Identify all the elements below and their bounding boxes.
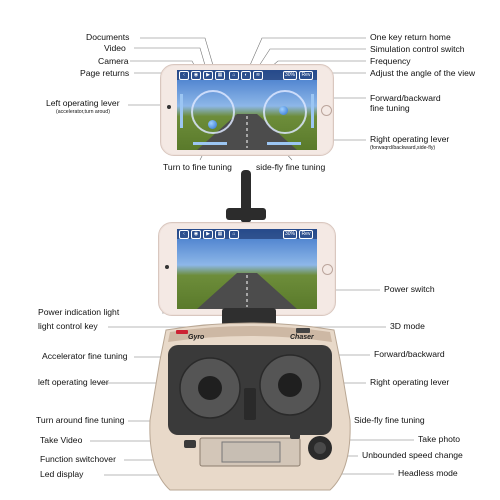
return-home-icon[interactable]: ⌂ [229, 71, 239, 80]
label-right-lever-low: Right operating lever [370, 377, 450, 387]
label-sidefly-fine-low: Side-fly fine tuning [354, 415, 425, 425]
road-graphic [197, 114, 297, 150]
label-frequency: Frequency [370, 56, 411, 66]
documents-icon[interactable]: ▦ [215, 71, 225, 80]
label-turn-to-fine: Turn to fine tuning [163, 162, 232, 172]
frequency-icon[interactable]: ≋ [253, 71, 263, 80]
phone-mounted-home-button [322, 264, 333, 275]
antenna-base [226, 208, 266, 220]
road-graphic-mounted [197, 273, 297, 309]
label-headless-mode: Headless mode [398, 468, 458, 478]
label-simulation-switch: Simulation control switch [370, 44, 465, 54]
label-sidefly-fine-top: side-fly fine tuning [256, 162, 326, 172]
label-take-photo: Take photo [418, 434, 461, 444]
label-function-switch: Function switchover [40, 454, 116, 464]
rev-badge-mounted[interactable]: Rev [299, 230, 313, 239]
label-power-light: Power indication light [38, 307, 120, 317]
right-stick-knob[interactable] [279, 106, 288, 115]
left-stick-knob[interactable] [208, 120, 217, 129]
label-video: Video [104, 43, 126, 53]
phone-mounted-camera-dot [165, 265, 169, 269]
label-led-display: Led display [40, 469, 84, 479]
app-hud-bar-mounted: ‹ ◉ ▶ ▦ ⌂ 30% Rev [177, 229, 317, 239]
label-accel-fine: Accelerator fine tuning [42, 351, 128, 361]
right-joystick[interactable] [260, 355, 320, 415]
label-right-lever: Right operating lever [370, 134, 450, 144]
phone-home-button [321, 105, 332, 116]
label-right-lever-sub: (forwaqrd/backward,side-fly) [370, 145, 436, 151]
label-page-returns: Page returns [80, 68, 130, 78]
label-one-key-return: One key return home [370, 32, 451, 42]
label-unbounded-speed: Unbounded speed change [362, 450, 463, 460]
label-left-lever-low: left operating lever [38, 377, 109, 387]
brand-label-right: Chaser [290, 334, 314, 341]
speed-dial[interactable] [308, 436, 332, 460]
right-trim-slider[interactable] [311, 94, 314, 128]
led-display [222, 442, 280, 462]
percent-badge: 30% [283, 71, 297, 80]
back-icon[interactable]: ‹ [179, 71, 189, 80]
label-turn-around-fine: Turn around fine tuning [36, 415, 125, 425]
label-left-lever-sub: (accelerator,turn aroud) [56, 109, 110, 115]
label-documents: Documents [86, 32, 130, 42]
rev-badge[interactable]: Rev [299, 71, 313, 80]
left-virtual-stick[interactable] [191, 90, 235, 134]
app-screen: ‹ ◉ ▶ ▦ ⌂ ◐ ≋ 30% Rev [177, 70, 317, 150]
phone-camera-dot [167, 105, 171, 109]
video-icon[interactable]: ▶ [203, 71, 213, 80]
brand-label-left: Gyro [188, 334, 205, 341]
bottom-right-trim[interactable] [267, 142, 301, 145]
right-virtual-stick[interactable] [263, 90, 307, 134]
phone-top: ‹ ◉ ▶ ▦ ⌂ ◐ ≋ 30% Rev [160, 64, 334, 156]
percent-badge-mounted: 30% [283, 230, 297, 239]
phone-holder-clamp [222, 308, 276, 330]
label-adjust-angle: Adjust the angle of the view [370, 68, 476, 78]
label-fb-fine-2: fine tuning [370, 103, 410, 113]
label-take-video: Take Video [40, 435, 83, 445]
label-left-lever: Left operating lever [46, 98, 120, 108]
return-home-icon-mounted[interactable]: ⌂ [229, 230, 239, 239]
simulation-switch-icon[interactable]: ◐ [241, 71, 251, 80]
label-power-switch: Power switch [384, 284, 435, 294]
label-camera: Camera [98, 56, 129, 66]
app-screen-mounted: ‹ ◉ ▶ ▦ ⌂ 30% Rev [177, 229, 317, 309]
label-forward-backward: Forward/backward [374, 349, 445, 359]
phone-mounted: ‹ ◉ ▶ ▦ ⌂ 30% Rev [158, 222, 336, 316]
antenna [241, 170, 251, 222]
app-hud-bar: ‹ ◉ ▶ ▦ ⌂ ◐ ≋ 30% Rev [177, 70, 317, 80]
back-icon-mounted[interactable]: ‹ [179, 230, 189, 239]
documents-icon-mounted[interactable]: ▦ [215, 230, 225, 239]
camera-icon[interactable]: ◉ [191, 71, 201, 80]
bottom-left-trim[interactable] [193, 142, 227, 145]
label-light-key: light control key [38, 321, 98, 331]
camera-icon-mounted[interactable]: ◉ [191, 230, 201, 239]
left-joystick[interactable] [180, 358, 240, 418]
left-trim-slider[interactable] [180, 94, 183, 128]
video-icon-mounted[interactable]: ▶ [203, 230, 213, 239]
label-fb-fine-1: Forward/backward [370, 93, 441, 103]
label-3d-mode: 3D mode [390, 321, 425, 331]
